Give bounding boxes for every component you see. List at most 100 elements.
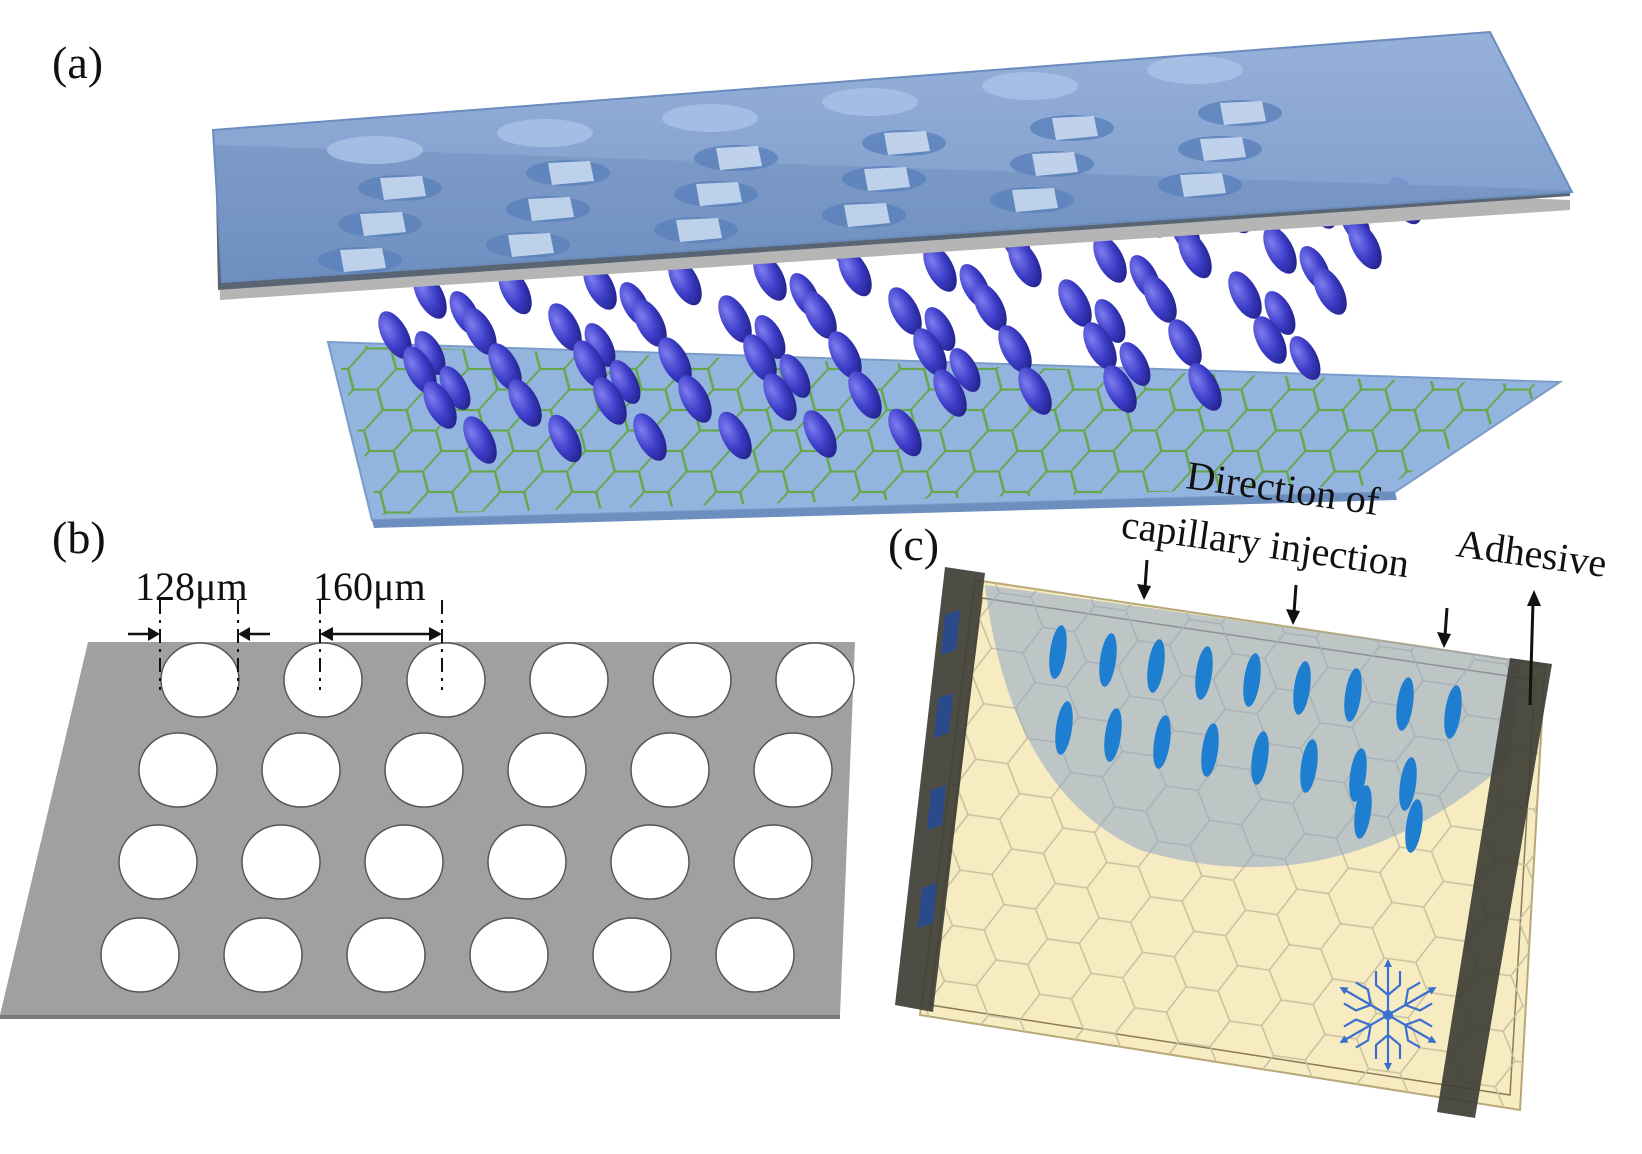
photomask-hole [652, 642, 732, 718]
snowflake-arm [1374, 1015, 1402, 1071]
lc-molecule [1178, 230, 1212, 279]
cell-lc-molecule [1104, 708, 1122, 762]
lc-molecule [949, 348, 981, 392]
lc-molecule [828, 331, 862, 379]
top-plate-window [676, 218, 722, 242]
lc-molecule [1263, 226, 1297, 274]
photomask-hole [715, 917, 795, 993]
lc-molecule [1143, 275, 1177, 323]
photomask-hole [118, 824, 198, 900]
dimension-128-arrowhead-right [238, 627, 250, 641]
snowflake-tip [1427, 1035, 1437, 1043]
injection-arrow-2-shaft [1292, 584, 1298, 614]
lc-molecule [633, 299, 667, 347]
lc-molecule [1008, 239, 1042, 288]
lc-molecule [573, 340, 607, 388]
photomask-hole [753, 732, 833, 808]
lc-molecule [779, 354, 811, 398]
lc-molecule [1348, 221, 1382, 270]
lc-molecule [933, 369, 967, 417]
snowflake-spoke [1342, 988, 1389, 1016]
lc-molecule [1264, 291, 1296, 335]
photomask-hole [261, 732, 341, 808]
top-plate-window [1220, 101, 1266, 125]
bottom-substrate-edge [372, 492, 1397, 528]
injection-arrow-1-shaft [1143, 559, 1149, 589]
adhesive-strip-right [1437, 658, 1552, 1118]
lc-molecule [488, 343, 522, 391]
cell-lc-molecule [1399, 757, 1417, 811]
photomask-hole [487, 824, 567, 900]
photomask-hole [775, 642, 855, 718]
dimension-160-label: 160μm [313, 564, 426, 609]
lc-molecule [803, 410, 837, 458]
dimension-128-label: 128μm [135, 564, 248, 609]
lc-molecule [378, 311, 412, 359]
cell-lc-molecule [1444, 685, 1462, 739]
lc-molecule [848, 371, 882, 419]
cell-lc-molecule [1147, 639, 1165, 693]
cell-lc-molecule [1344, 668, 1362, 722]
cell-lc-molecule [1293, 661, 1311, 715]
panel-a-label: (a) [52, 37, 103, 88]
cell-liquid-crystals [1049, 625, 1462, 853]
top-plate-window [1012, 188, 1058, 212]
top-plate-window [1200, 137, 1246, 161]
lc-molecule [658, 337, 692, 385]
lc-molecule [463, 416, 497, 464]
lc-molecule [743, 334, 777, 382]
photomask-hole [138, 732, 218, 808]
lc-molecule [463, 307, 497, 355]
cell-lc-molecule [1153, 715, 1171, 769]
cell-lc-molecule [1396, 677, 1414, 731]
cell-lc-molecule [1354, 785, 1372, 839]
snowflake-tip [1339, 987, 1349, 995]
lc-molecule [414, 331, 446, 375]
lc-molecule [678, 375, 712, 423]
photomask-hole [507, 732, 587, 808]
photomask-hole [592, 917, 672, 993]
lc-molecule [1289, 336, 1321, 380]
injection-arrow-3-head [1437, 632, 1451, 648]
dimension-160: 160μm [313, 564, 443, 690]
lc-molecule [1093, 235, 1127, 283]
lc-molecule [1119, 342, 1151, 386]
photomask-hole [100, 917, 180, 993]
lc-molecule [1168, 319, 1202, 367]
snowflake-arm [1387, 1014, 1437, 1049]
snowflake-branch [1404, 981, 1433, 1012]
snowflake-arm [1339, 1014, 1389, 1049]
injection-arrows [1137, 559, 1541, 706]
cell-lc-molecule [1243, 653, 1261, 707]
lc-molecule [973, 283, 1007, 331]
panel-a: (a) [52, 30, 1574, 528]
cell-lc-molecule [1049, 625, 1067, 679]
snowflake-branch [1374, 971, 1402, 996]
top-plate-window [380, 176, 426, 200]
top-plate-window [1052, 116, 1098, 140]
photomask-hole [406, 642, 486, 718]
adhesive-label: Adhesive [1454, 520, 1610, 586]
photomask-hole [223, 917, 303, 993]
lc-molecule [754, 315, 786, 359]
cell-lc-molecule [1201, 723, 1219, 777]
adhesive-notch [927, 785, 946, 830]
lc-molecule [1058, 279, 1092, 327]
adhesive-notch [934, 693, 953, 738]
adhesive-notch [941, 610, 960, 655]
snowflake-icon [1339, 959, 1437, 1071]
photomask-hole [529, 642, 609, 718]
photomask-hole [364, 824, 444, 900]
lc-molecule [803, 291, 837, 339]
injection-arrow-3-shaft [1443, 607, 1449, 637]
lc-molecule [1094, 299, 1126, 343]
lc-molecule [763, 373, 797, 421]
lc-molecule [1083, 322, 1117, 370]
dimension-128: 128μm [128, 564, 270, 690]
lc-molecule [718, 295, 752, 343]
cell-lc-molecule [1300, 739, 1318, 793]
lc-molecule [1228, 271, 1262, 319]
photomask-holes [100, 642, 855, 993]
snowflake-branch [1343, 981, 1372, 1012]
